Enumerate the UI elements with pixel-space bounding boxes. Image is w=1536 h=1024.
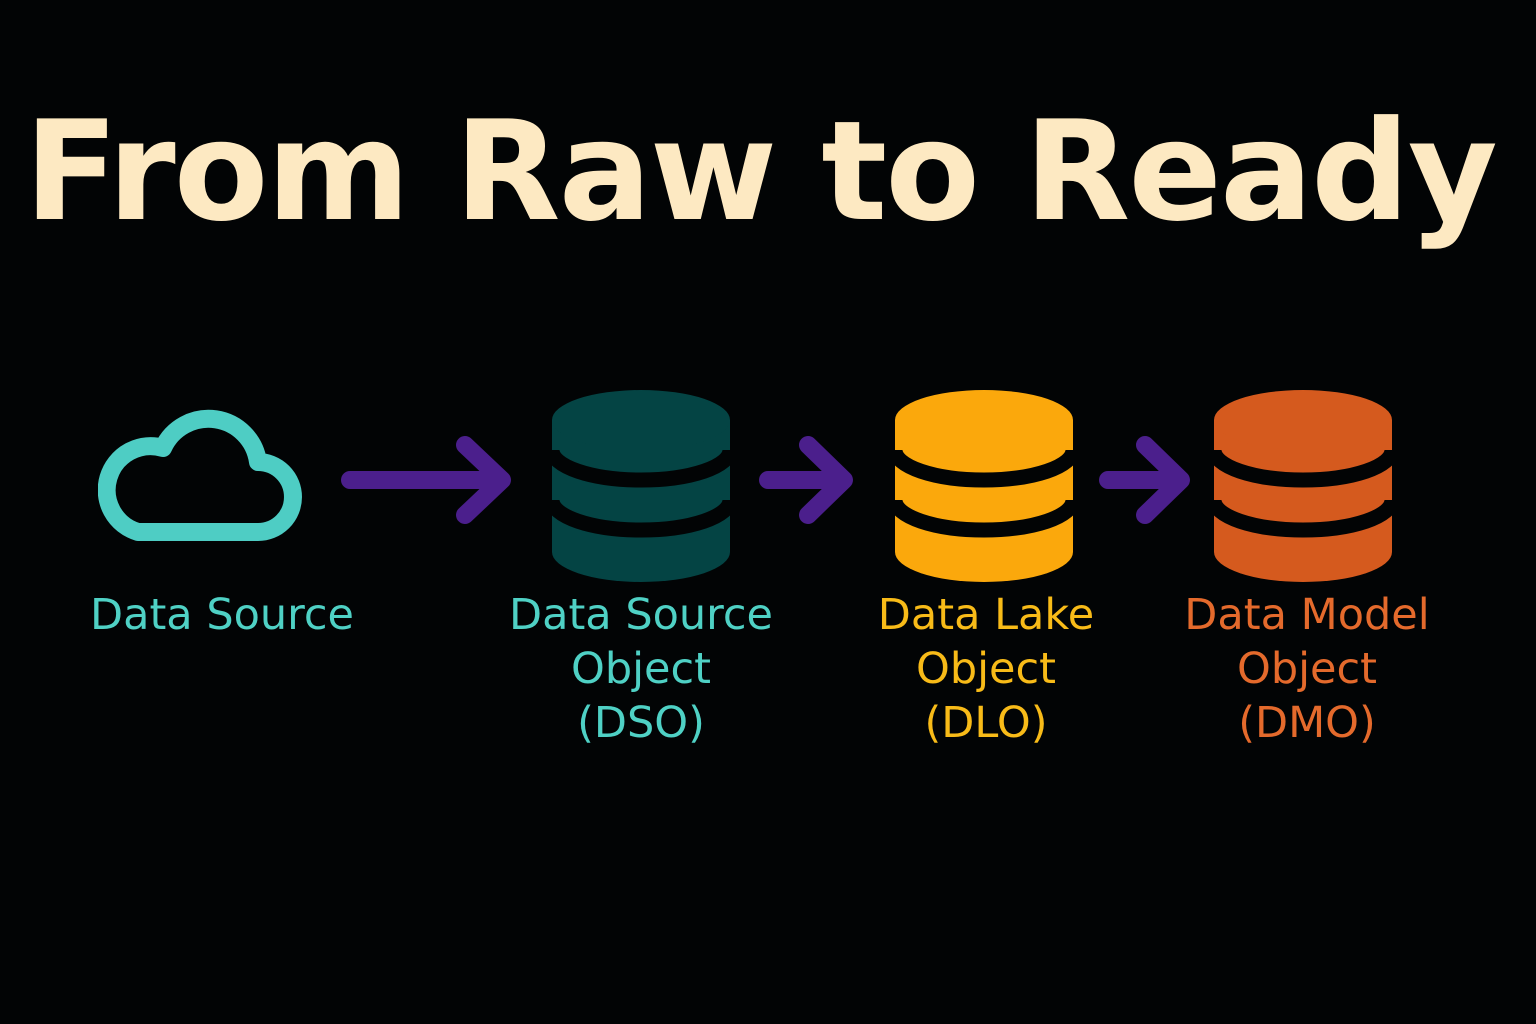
label-line: (DSO) [577, 698, 705, 748]
label-line: Object [1236, 644, 1378, 694]
database-separator-upper [1212, 449, 1394, 488]
label-line: Data Model [1184, 590, 1430, 640]
data-source-label: Data Source [72, 588, 372, 642]
label-line: Data Source [508, 590, 774, 640]
database-body [1214, 420, 1392, 582]
dso-database-icon [550, 388, 732, 582]
database-top [1214, 390, 1392, 450]
dlo-database-icon [893, 388, 1075, 582]
flow-arrow-2 [758, 430, 858, 530]
label-line: Object [570, 644, 712, 694]
diagram-title: From Raw to Ready [24, 91, 1498, 252]
database-separator-upper [550, 449, 732, 488]
dso-label: Data Source Object (DSO) [491, 588, 791, 750]
flow-arrow-3 [1098, 430, 1198, 530]
label-line: Data Source [89, 590, 355, 640]
database-separator-lower [550, 499, 732, 538]
dmo-label: Data Model Object (DMO) [1157, 588, 1457, 750]
database-top [552, 390, 730, 450]
label-line: Object [915, 644, 1057, 694]
database-body [895, 420, 1073, 582]
database-body [552, 420, 730, 582]
label-line: (DMO) [1238, 698, 1376, 748]
label-line: Data Lake [877, 590, 1095, 640]
label-line: (DLO) [924, 698, 1048, 748]
database-separator-lower [1212, 499, 1394, 538]
flow-arrow-1 [340, 430, 520, 530]
data-source-cloud-icon [98, 390, 308, 550]
dlo-label: Data Lake Object (DLO) [836, 588, 1136, 750]
database-separator-lower [893, 499, 1075, 538]
database-separator-upper [893, 449, 1075, 488]
dmo-database-icon [1212, 388, 1394, 582]
database-top [895, 390, 1073, 450]
